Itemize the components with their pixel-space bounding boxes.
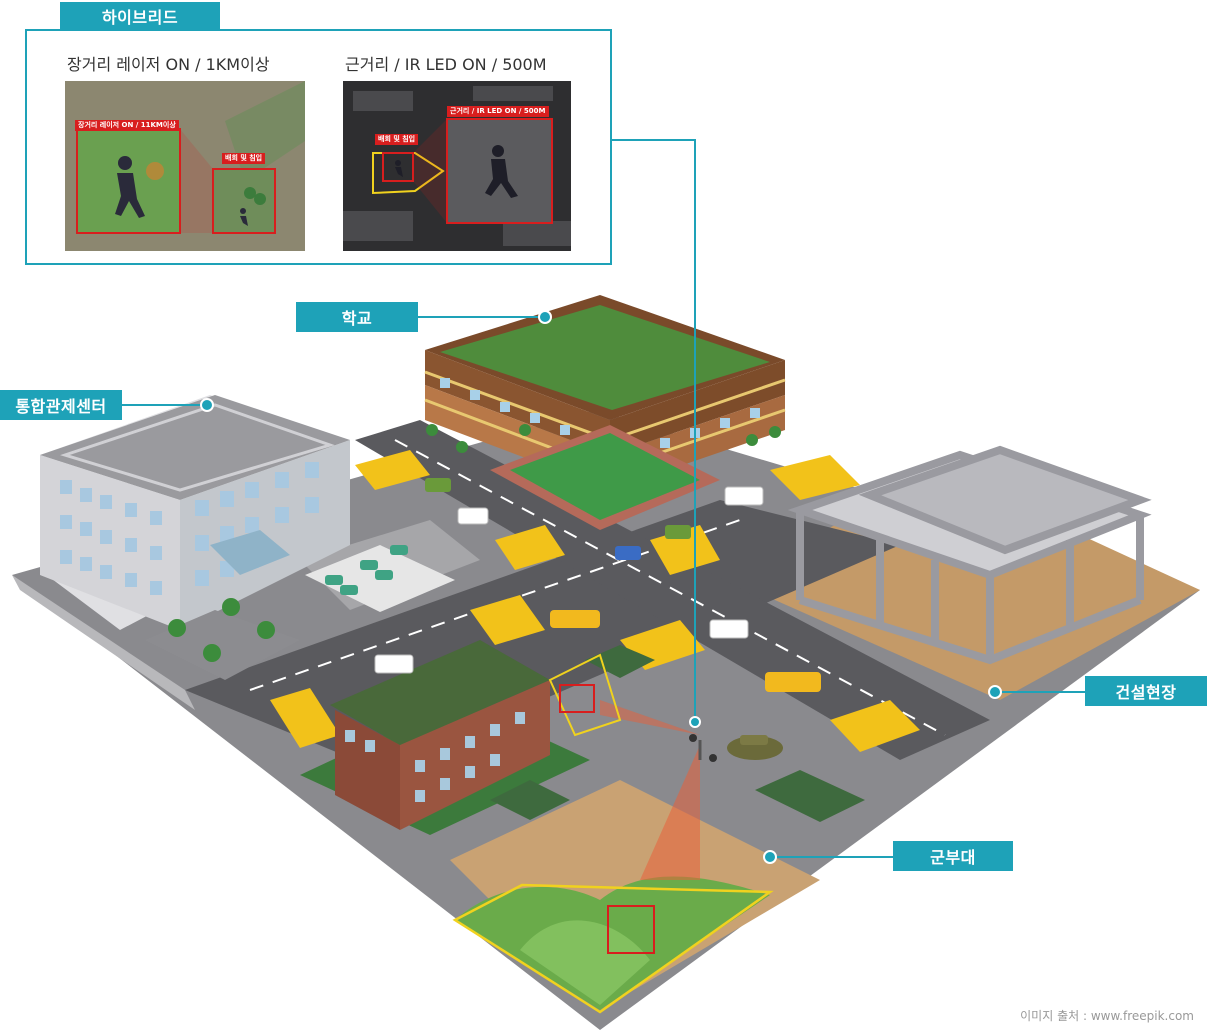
image-credit: 이미지 출처 : www.freepik.com (1020, 1009, 1194, 1023)
intrusion-zone (452, 883, 774, 1014)
pavilion (490, 645, 865, 822)
long-range-overlay-label: 장거리 레이저 ON / 11KM이상 (75, 120, 179, 131)
control-center-tag: 통합관제센터 (0, 390, 122, 420)
short-range-title: 근거리 / IR LED ON / 500M (345, 55, 547, 74)
military-tag: 군부대 (893, 841, 1013, 871)
long-range-intrusion-label: 배회 및 침입 (222, 153, 266, 164)
camera-beam (640, 745, 700, 880)
short-range-intrusion-label: 배회 및 침입 (375, 134, 419, 145)
road-vertical (355, 420, 990, 760)
tank (727, 735, 783, 760)
school-tag: 학교 (296, 302, 418, 332)
long-range-camera-view (65, 81, 305, 251)
control-center-building (40, 395, 350, 630)
long-range-title: 장거리 레이저 ON / 1KM이상 (67, 55, 270, 74)
construction-tag: 건설현장 (1085, 676, 1207, 706)
hybrid-inset-panel: 장거리 레이저 ON / 1KM이상 근거리 / IR LED ON / 500… (25, 29, 612, 265)
intruder-icon (485, 145, 518, 198)
short-range-overlay-label: 근거리 / IR LED ON / 500M (447, 106, 549, 117)
vehicles (374, 478, 821, 692)
construction-building (787, 445, 1152, 665)
military-building (300, 640, 590, 835)
hybrid-tag: 하이브리드 (60, 2, 220, 30)
intruder-icon (115, 156, 145, 218)
